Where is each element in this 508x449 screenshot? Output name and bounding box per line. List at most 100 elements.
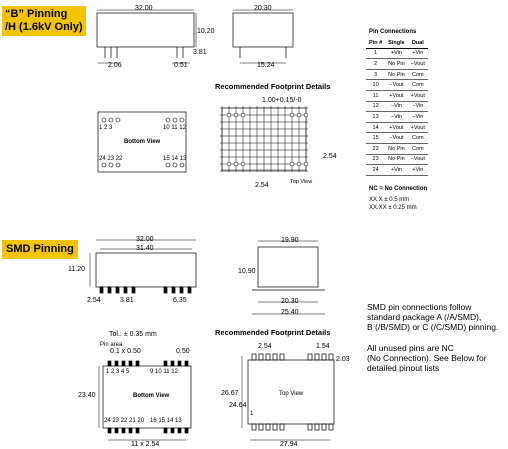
smd-fp-pitch2: 1.54 <box>316 343 330 350</box>
b-end-body <box>232 12 294 48</box>
smd-bottom-pin <box>170 360 175 367</box>
footprint-hole <box>233 161 239 167</box>
pin-table-header-0: Pin # <box>366 38 386 49</box>
b-footprint-pitch-h: 2.54 <box>255 182 269 189</box>
smd-height2-dim: 23.40 <box>78 392 96 399</box>
table-cell: +Vin <box>407 164 428 176</box>
smd-bottom-pin <box>121 427 126 434</box>
smd-height-dim: 11.20 <box>68 266 85 273</box>
b-height-dim: 10.20 <box>197 28 215 35</box>
smd-footprint-pad <box>258 423 264 431</box>
b-pinning-title: “B” Pinning <box>5 8 68 20</box>
footprint-hole <box>226 161 232 167</box>
smd-pin-area-dim: 0.1 x 0.50 <box>110 348 141 355</box>
smd-note-1-line-3: B (/B/SMD) or C (/C/SMD) pinning. <box>367 322 499 332</box>
b-length-dim: 32.00 <box>135 5 153 12</box>
smd-footprint-pad <box>321 423 327 431</box>
smd-footprint-pad <box>307 423 313 431</box>
table-cell: 24 <box>366 164 386 176</box>
table-cell: 23 <box>366 154 386 166</box>
table-cell: Com <box>407 79 428 91</box>
b-width-dim: 20.30 <box>254 5 272 12</box>
table-cell: +Vin <box>385 164 408 176</box>
table-cell: 11 <box>366 90 386 102</box>
smd-bottom-pin <box>107 427 112 434</box>
smd-side-pin <box>115 286 120 294</box>
footprint-hole <box>233 112 239 118</box>
smd-footprint-pad <box>272 353 278 361</box>
smd-fp-view: Top View <box>279 391 304 397</box>
b-bottom-view-label: Bottom View <box>124 139 161 145</box>
smd-w3-dim: 25.40 <box>281 309 299 316</box>
smd-width-dim: 19.90 <box>281 237 299 244</box>
smd-bottom-view-label: Bottom View <box>133 393 170 399</box>
smd-bottom-pin <box>177 427 182 434</box>
table-cell: 13 <box>366 111 386 123</box>
table-cell: −Vout <box>407 154 428 166</box>
tolerance-2: XX.XX ± 0.25 mm <box>369 205 417 211</box>
smd-footprint-pad <box>314 353 320 361</box>
smd-footprint-pad <box>279 423 285 431</box>
smd-w2-dim: 20.30 <box>281 298 299 305</box>
smd-bottom-pin <box>163 427 168 434</box>
smd-bottom-pin <box>184 427 189 434</box>
tolerance-1: XX.X ± 0.5 mm <box>369 197 410 203</box>
b-footprint-view: Top View <box>290 179 313 185</box>
smd-footprint-pad <box>328 423 334 431</box>
b-side-body <box>96 12 195 48</box>
table-cell: +Vout <box>385 90 408 102</box>
footprint-hole <box>226 112 232 118</box>
smd-pin-width-dim: 0.50 <box>176 348 190 355</box>
table-cell: 10 <box>366 79 386 91</box>
smd-tolerance: Tol.: ± 0.35 mm <box>109 331 157 338</box>
footprint-hole <box>296 112 302 118</box>
smd-row-top-right: 9 10 11 12 <box>150 369 178 375</box>
smd-row-top-left: 1 2 3 4 5 <box>106 369 130 375</box>
table-cell: +Vin <box>385 48 408 60</box>
table-cell: −Vout <box>385 132 408 144</box>
smd-bottom-pin <box>121 360 126 367</box>
smd-note-1-line-2: standard package A (/A/SMD), <box>367 312 482 322</box>
b-pin-spacing-dim: 15.24 <box>257 62 275 69</box>
b-pins-top-right: 10 11 12 <box>163 125 186 131</box>
b-pins-bot-right: 15 14 13 <box>163 156 187 162</box>
table-cell: +Vout <box>407 122 428 134</box>
footprint-hole <box>240 112 246 118</box>
smd-footprint-pad <box>251 423 257 431</box>
smd-fp-pitch1: 2.54 <box>258 343 272 350</box>
smd-bottom-pin <box>135 427 140 434</box>
smd-fp-h2: 24.64 <box>229 402 247 409</box>
smd-fp-pad: 2.03 <box>336 356 350 363</box>
b-pin-length-dim: 3.81 <box>193 49 207 56</box>
smd-bottom-pin <box>163 360 168 367</box>
smd-fp-h1: 26.67 <box>221 390 239 397</box>
table-cell: Com <box>407 132 428 144</box>
smd-note-1-line-1: SMD pin connections follow <box>367 302 472 312</box>
smd-side-pin <box>171 286 176 294</box>
smd-note-1: SMD pin connections follow standard pack… <box>367 302 498 332</box>
b-pitch-dim: 2.06 <box>108 62 122 69</box>
footprint-hole <box>296 161 302 167</box>
smd-footprint-pad <box>307 353 313 361</box>
smd-pitch-total: 11 x 2.54 <box>131 441 160 448</box>
smd-pitch-dim: 3.81 <box>120 297 134 304</box>
smd-bottom-pin <box>177 360 182 367</box>
smd-footprint-pad <box>314 423 320 431</box>
smd-bottom-pin <box>107 360 112 367</box>
b-footprint-hole: 1.00+0.15/-0 <box>262 97 302 104</box>
smd-footprint-pad <box>279 353 285 361</box>
smd-side-body <box>95 252 197 288</box>
pin-table-title: Pin Connections <box>369 29 417 35</box>
table-cell: 3 <box>366 69 386 81</box>
smd-h2-dim: 10.90 <box>238 268 256 275</box>
table-cell: 15 <box>366 132 386 144</box>
smd-footprint-body <box>247 359 335 425</box>
smd-end-body <box>257 246 319 288</box>
smd-footprint-pad <box>265 423 271 431</box>
table-cell: No Pin <box>385 58 408 70</box>
